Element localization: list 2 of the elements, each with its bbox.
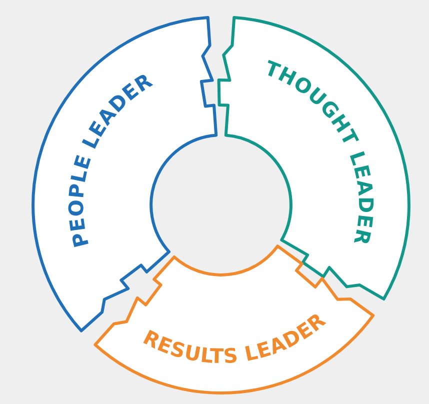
ring-segment: [94, 244, 375, 394]
ring-segment: [217, 16, 410, 300]
